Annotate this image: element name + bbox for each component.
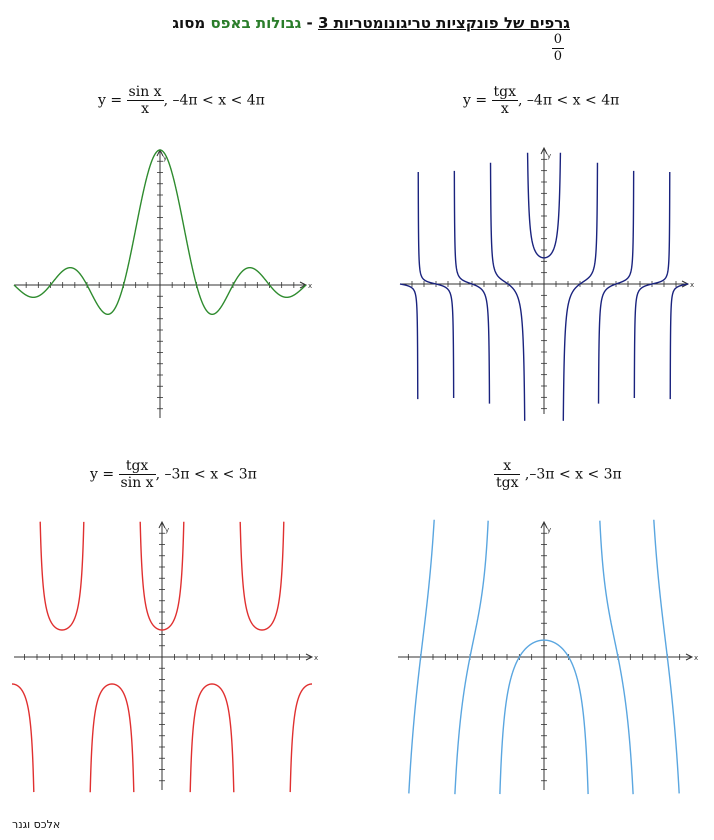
- page-title: גרפים של פונקציות טריגונומטריות 3 - גבול…: [150, 14, 570, 64]
- formula-den: x: [141, 101, 150, 117]
- formula-range: , –4π < x < 4π: [518, 92, 620, 109]
- y-axis-letter: y: [163, 154, 167, 162]
- formula-num: tgx: [491, 84, 519, 101]
- x-axis-arrow: [305, 653, 314, 661]
- series-line-tgx_over_x: [399, 152, 689, 421]
- author-credit: אלכס וגנר: [12, 818, 61, 831]
- formula-range: , –3π < x < 3π: [155, 466, 257, 483]
- formula-den: sin x: [120, 475, 154, 491]
- y-axis-letter: y: [547, 526, 551, 534]
- y-axis-letter: y: [547, 152, 551, 160]
- x-axis-letter: x: [694, 654, 698, 662]
- formula-lhs: y =: [90, 466, 115, 483]
- formula-num: sin x: [126, 84, 164, 101]
- formula-lhs: y =: [463, 92, 488, 109]
- title-separator: -: [301, 14, 318, 32]
- title-frac-num: 0: [551, 32, 564, 49]
- title-frac-den: 0: [553, 49, 562, 64]
- y-axis-arrow: [540, 146, 548, 155]
- x-axis-arrow: [685, 653, 694, 661]
- y-axis-arrow: [158, 520, 166, 529]
- formula-num: x: [494, 458, 521, 475]
- formula-lhs: y =: [98, 92, 123, 109]
- series-line-sinx_over_x: [13, 149, 307, 316]
- series-line-tgx_over_sinx: [12, 521, 312, 793]
- x-axis-letter: x: [690, 281, 694, 289]
- x-axis-letter: x: [308, 282, 312, 290]
- formula-range: , –4π < x < 4π: [163, 92, 265, 109]
- formula-num: tgx: [118, 458, 156, 475]
- y-axis-letter: y: [165, 526, 169, 534]
- title-main: גרפים של פונקציות טריגונומטריות 3: [317, 14, 570, 32]
- series-line-x_over_tgx: [408, 519, 680, 795]
- formula-den: tgx: [496, 475, 519, 491]
- title-suffix: מסוג: [172, 14, 211, 32]
- formula-den: x: [500, 101, 509, 117]
- x-axis-letter: x: [314, 654, 318, 662]
- title-green: גבולות באפס: [210, 14, 302, 32]
- y-axis-arrow: [540, 520, 548, 529]
- formula-range: ,–3π < x < 3π: [520, 466, 622, 483]
